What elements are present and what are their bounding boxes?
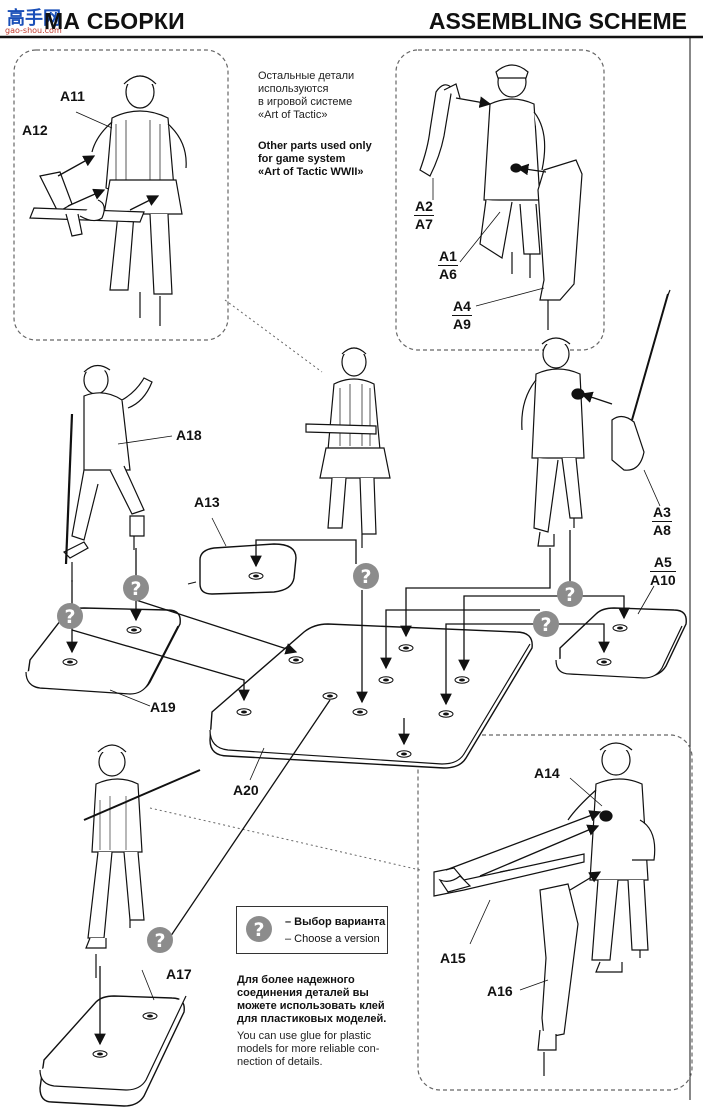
part-a4-a9 — [537, 159, 583, 330]
title-english: ASSEMBLING SCHEME — [428, 8, 687, 34]
connection-lines — [66, 530, 630, 1046]
label-a11: A11 — [60, 88, 85, 104]
note-game-system-en: Other parts used only for game system «A… — [258, 140, 372, 178]
label-a5-a10: A5 A10 — [650, 554, 676, 588]
svg-text:?: ? — [253, 919, 264, 941]
detail-box-a1-a4 — [395, 49, 605, 351]
label-a4-a9: A4 A9 — [452, 298, 472, 332]
part-a2-a7 — [419, 83, 461, 177]
label-a17: A17 — [166, 966, 192, 982]
watermark-logo: 高手网 gao-shou.com — [5, 4, 69, 40]
title-russian: МА СБОРКИ — [44, 8, 185, 34]
label-a12: A12 — [22, 122, 48, 138]
label-a3-a8: A3 A8 — [652, 504, 672, 538]
note-glue-ru: Для более надежного соединения деталей в… — [237, 974, 387, 1025]
base-a5-a10 — [555, 607, 687, 679]
base-a17 — [39, 995, 187, 1107]
figure-a11-assembled — [305, 347, 391, 548]
note-game-system-ru: Остальные детали используются в игровой … — [258, 70, 355, 121]
detail-box-a14-a16 — [417, 734, 693, 1091]
label-a2-a7: A2 A7 — [414, 198, 434, 232]
figure-a11-detail — [91, 75, 187, 326]
base-a19 — [25, 607, 181, 695]
legend-text-en: – Choose a version — [285, 933, 380, 945]
label-a16: A16 — [487, 983, 513, 999]
base-a13 — [187, 543, 297, 595]
choice-badge-a18 — [123, 575, 149, 601]
figure-a14 — [567, 742, 656, 973]
figure-a3-assembled — [521, 337, 585, 547]
part-a3-a8 — [611, 289, 671, 471]
note-glue-en: You can use glue for plastic models for … — [237, 1030, 380, 1068]
choice-badge-a17 — [147, 927, 173, 953]
legend-text-ru: – Выбор варианта — [285, 916, 386, 928]
question-mark-icon: ? — [246, 916, 272, 942]
choice-badge-right-1 — [557, 581, 583, 607]
figure-a18 — [62, 364, 153, 582]
label-a20: A20 — [233, 782, 259, 798]
label-a13: A13 — [194, 494, 220, 510]
label-a14: A14 — [534, 765, 560, 781]
choice-badge-a19 — [57, 603, 83, 629]
watermark-chinese: 高手网 — [7, 8, 61, 29]
label-a1-a6: A1 A6 — [438, 248, 458, 282]
label-leaders — [109, 517, 655, 1001]
choice-badge-center — [353, 563, 379, 589]
legend-box: ? – Выбор варианта – Choose a version — [236, 906, 388, 954]
part-a12 — [29, 171, 145, 237]
part-a16 — [537, 883, 579, 1076]
label-a19: A19 — [150, 699, 176, 715]
label-a15: A15 — [440, 950, 466, 966]
detail-box-a11-a12 — [13, 49, 229, 341]
part-a15 — [433, 853, 585, 897]
base-a20 — [209, 623, 533, 769]
watermark-site: gao-shou.com — [5, 26, 62, 35]
label-a18: A18 — [176, 427, 202, 443]
figure-a17 — [83, 744, 201, 978]
figure-a1-detail — [479, 64, 546, 278]
choice-badge-right-2 — [533, 611, 559, 637]
